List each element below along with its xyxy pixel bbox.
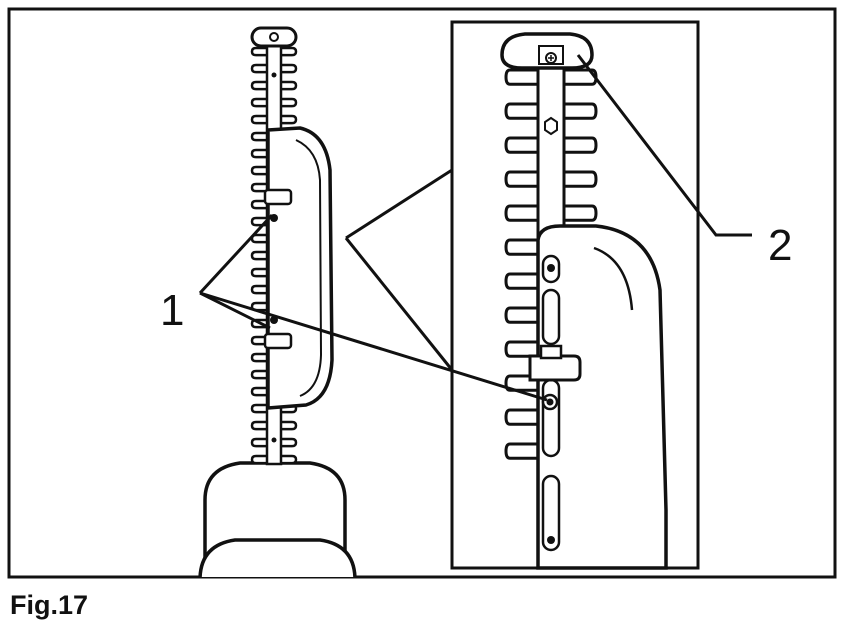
trimmer-overview — [198, 26, 357, 577]
blade-tooth — [250, 437, 267, 448]
blade-tooth — [564, 136, 598, 154]
right-guard-slot — [541, 474, 561, 552]
blade-tooth — [250, 335, 267, 346]
blade-tooth — [250, 420, 267, 431]
callout-1-label: 1 — [160, 286, 184, 335]
blade-tooth — [250, 63, 267, 74]
blade-tooth — [281, 454, 298, 465]
figure-caption: Fig.17 — [10, 590, 89, 620]
blade-tooth — [250, 352, 267, 363]
blade-tooth — [250, 114, 267, 125]
right-guard-hole — [547, 536, 555, 544]
right-blade-guard — [536, 224, 668, 570]
blade-tooth — [250, 182, 267, 193]
blade-tooth — [504, 238, 538, 256]
blade-tooth — [250, 148, 267, 159]
blade-tooth — [250, 80, 267, 91]
left-bolt-clamp — [263, 188, 293, 206]
blade-tooth — [250, 284, 267, 295]
blade-tooth — [250, 131, 267, 142]
right-clamp-stem — [539, 344, 563, 360]
blade-tooth — [564, 204, 598, 222]
blade-tooth — [250, 165, 267, 176]
callout-1-leader — [199, 291, 271, 330]
outer-frame — [7, 7, 837, 579]
left-bar-hole — [271, 437, 277, 443]
blade-tooth — [281, 80, 298, 91]
blade-tooth — [504, 68, 538, 86]
blade-tooth — [250, 403, 267, 414]
callout-2-leader — [576, 54, 752, 237]
detail-inset — [450, 20, 700, 570]
blade-tooth — [564, 170, 598, 188]
blade-tooth — [250, 454, 267, 465]
blade-tooth — [504, 340, 538, 358]
left-bar-hole — [271, 72, 277, 78]
blade-tooth — [281, 420, 298, 431]
right-bolt-clamp — [528, 354, 582, 382]
right-guard-slot — [541, 378, 561, 458]
blade-tooth — [281, 63, 298, 74]
callout-1-leader — [198, 213, 274, 295]
blade-tooth — [250, 369, 267, 380]
blade-tooth — [281, 114, 298, 125]
right-guard-slot — [541, 288, 561, 346]
left-blade-guard — [266, 126, 334, 410]
blade-tooth — [504, 272, 538, 290]
zoom-connector-line — [345, 168, 453, 240]
blade-tooth — [281, 97, 298, 108]
right-guard-hole — [547, 264, 555, 272]
blade-tooth — [281, 46, 298, 57]
screw-head-cross — [548, 55, 554, 61]
blade-tooth — [250, 386, 267, 397]
trimmer-body-lower — [198, 538, 357, 577]
blade-tooth — [504, 102, 538, 120]
zoom-connector-line — [344, 237, 454, 371]
blade-tooth — [504, 170, 538, 188]
left-bolt-clamp — [263, 332, 293, 350]
blade-tooth — [250, 250, 267, 261]
left-guard-inner — [295, 139, 323, 397]
blade-tooth — [504, 442, 538, 460]
right-bar-hex-nut — [544, 116, 558, 136]
blade-tooth — [564, 102, 598, 120]
blade-tooth — [504, 408, 538, 426]
blade-tooth — [504, 204, 538, 222]
blade-tooth — [281, 437, 298, 448]
blade-tooth — [504, 306, 538, 324]
left-tip-screw — [269, 32, 279, 42]
callout-2-label: 2 — [768, 221, 792, 270]
callout-1-leader — [199, 291, 548, 402]
right-bolt-center — [546, 398, 554, 406]
blade-tooth — [250, 97, 267, 108]
blade-tooth — [250, 199, 267, 210]
blade-tooth — [504, 136, 538, 154]
right-guard-inner — [593, 246, 634, 311]
blade-tooth — [250, 46, 267, 57]
blade-tooth — [250, 267, 267, 278]
